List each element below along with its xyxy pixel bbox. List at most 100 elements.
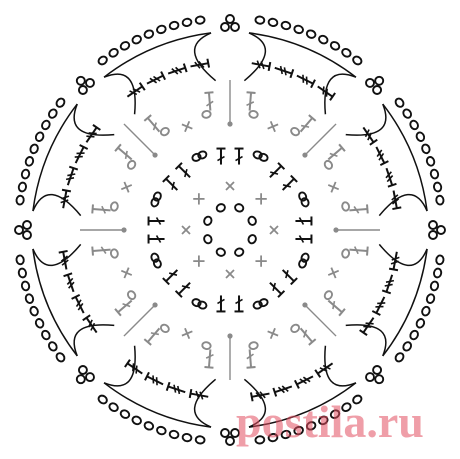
chain-stitch [119, 409, 131, 419]
petal-arc [193, 378, 217, 428]
chain-stitch [415, 131, 426, 142]
double-crochet [174, 281, 191, 298]
chain-stitch [24, 293, 35, 304]
petal-arc [345, 103, 387, 136]
chain-stitch [109, 201, 119, 212]
chain-stitch [14, 225, 24, 235]
chain-stitch [159, 323, 170, 334]
double-crochet [269, 162, 286, 179]
chain-stitch [126, 159, 137, 170]
double-crochet [216, 295, 226, 313]
double-crochet [124, 359, 143, 375]
double-crochet [349, 246, 369, 256]
chain-stitch [24, 156, 35, 167]
chain-stitch [194, 15, 206, 25]
single-crochet [225, 269, 235, 279]
chain-stitch [421, 305, 431, 317]
chain-stitch [254, 15, 266, 25]
chain-stitch [126, 290, 137, 301]
double-crochet [147, 216, 165, 226]
chain-stitch [234, 247, 245, 257]
chain-stitch [341, 402, 352, 412]
chain-stitch [194, 435, 206, 445]
chain-stitch [55, 352, 66, 363]
double-crochet [359, 317, 375, 336]
chain-stitch [402, 108, 412, 119]
chain-stitch [248, 109, 259, 119]
chain-stitch [17, 181, 27, 193]
chain-stitch [152, 258, 162, 269]
chain-stitch [280, 20, 292, 31]
chain-stitch [156, 24, 167, 35]
chain-stitch [352, 394, 363, 405]
chain-stitch [203, 215, 213, 226]
grey-connector [123, 305, 155, 337]
chain-stitch [372, 85, 383, 95]
chain-stitch [150, 252, 160, 263]
chain-stitch [181, 433, 193, 443]
double-crochet [327, 143, 346, 161]
chain-stitch [305, 29, 317, 39]
chain-stitch [300, 252, 310, 263]
double-crochet [388, 251, 400, 272]
double-crochet [281, 174, 298, 191]
petal-arc [32, 243, 82, 267]
chain-stitch [97, 55, 108, 66]
petal-arc [32, 103, 78, 212]
chain-stitch [143, 29, 155, 39]
chain-stitch [247, 215, 257, 226]
chain-stitch [15, 194, 25, 206]
chain-stitch [215, 247, 226, 257]
chain-stitch [267, 433, 279, 443]
chain-stitch [85, 372, 95, 383]
grey-connector [305, 305, 337, 337]
chain-stitch [429, 280, 440, 292]
double-crochet [143, 327, 161, 346]
chain-stitch [34, 131, 45, 142]
single-crochet [181, 225, 191, 235]
single-crochet [269, 225, 279, 235]
chain-stitch [372, 365, 383, 375]
double-crochet [146, 71, 166, 85]
double-crochet [190, 58, 211, 69]
single-crochet [120, 181, 133, 193]
chain-stitch [329, 41, 341, 51]
chain-stitch [150, 197, 160, 208]
chain-stitch [41, 329, 51, 341]
double-crochet [126, 82, 146, 98]
chain-stitch [230, 22, 240, 32]
double-crochet [381, 274, 395, 295]
petal-arc [324, 73, 357, 115]
chain-stitch [433, 181, 443, 193]
petal-arc [378, 243, 428, 267]
chain-stitch [17, 267, 27, 279]
double-crochet [91, 204, 111, 214]
chain-stitch [280, 429, 292, 440]
double-crochet [165, 381, 186, 395]
double-crochet [71, 294, 85, 314]
chain-stitch [108, 402, 119, 412]
chain-stitch [15, 254, 25, 266]
double-crochet [299, 114, 317, 133]
chain-stitch [131, 34, 142, 45]
chain-stitch [409, 329, 419, 341]
double-crochet [269, 281, 286, 298]
petal-arc [324, 345, 357, 387]
chain-stitch [394, 352, 405, 363]
chain-stitch [305, 421, 317, 431]
double-crochet [272, 385, 293, 397]
grey-connector [305, 123, 337, 155]
chain-stitch [409, 119, 419, 131]
double-crochet [362, 126, 378, 146]
slip-stitch [152, 152, 158, 158]
double-crochet [246, 349, 256, 369]
chain-stitch [436, 225, 446, 235]
chain-stitch [298, 258, 308, 269]
chain-stitch [252, 300, 263, 310]
chain-stitch [415, 318, 426, 329]
petal-arc [103, 382, 212, 428]
petal-arc [248, 32, 357, 78]
slip-stitch [121, 227, 127, 233]
chain-stitch [97, 394, 108, 405]
petal-arc [345, 324, 387, 357]
